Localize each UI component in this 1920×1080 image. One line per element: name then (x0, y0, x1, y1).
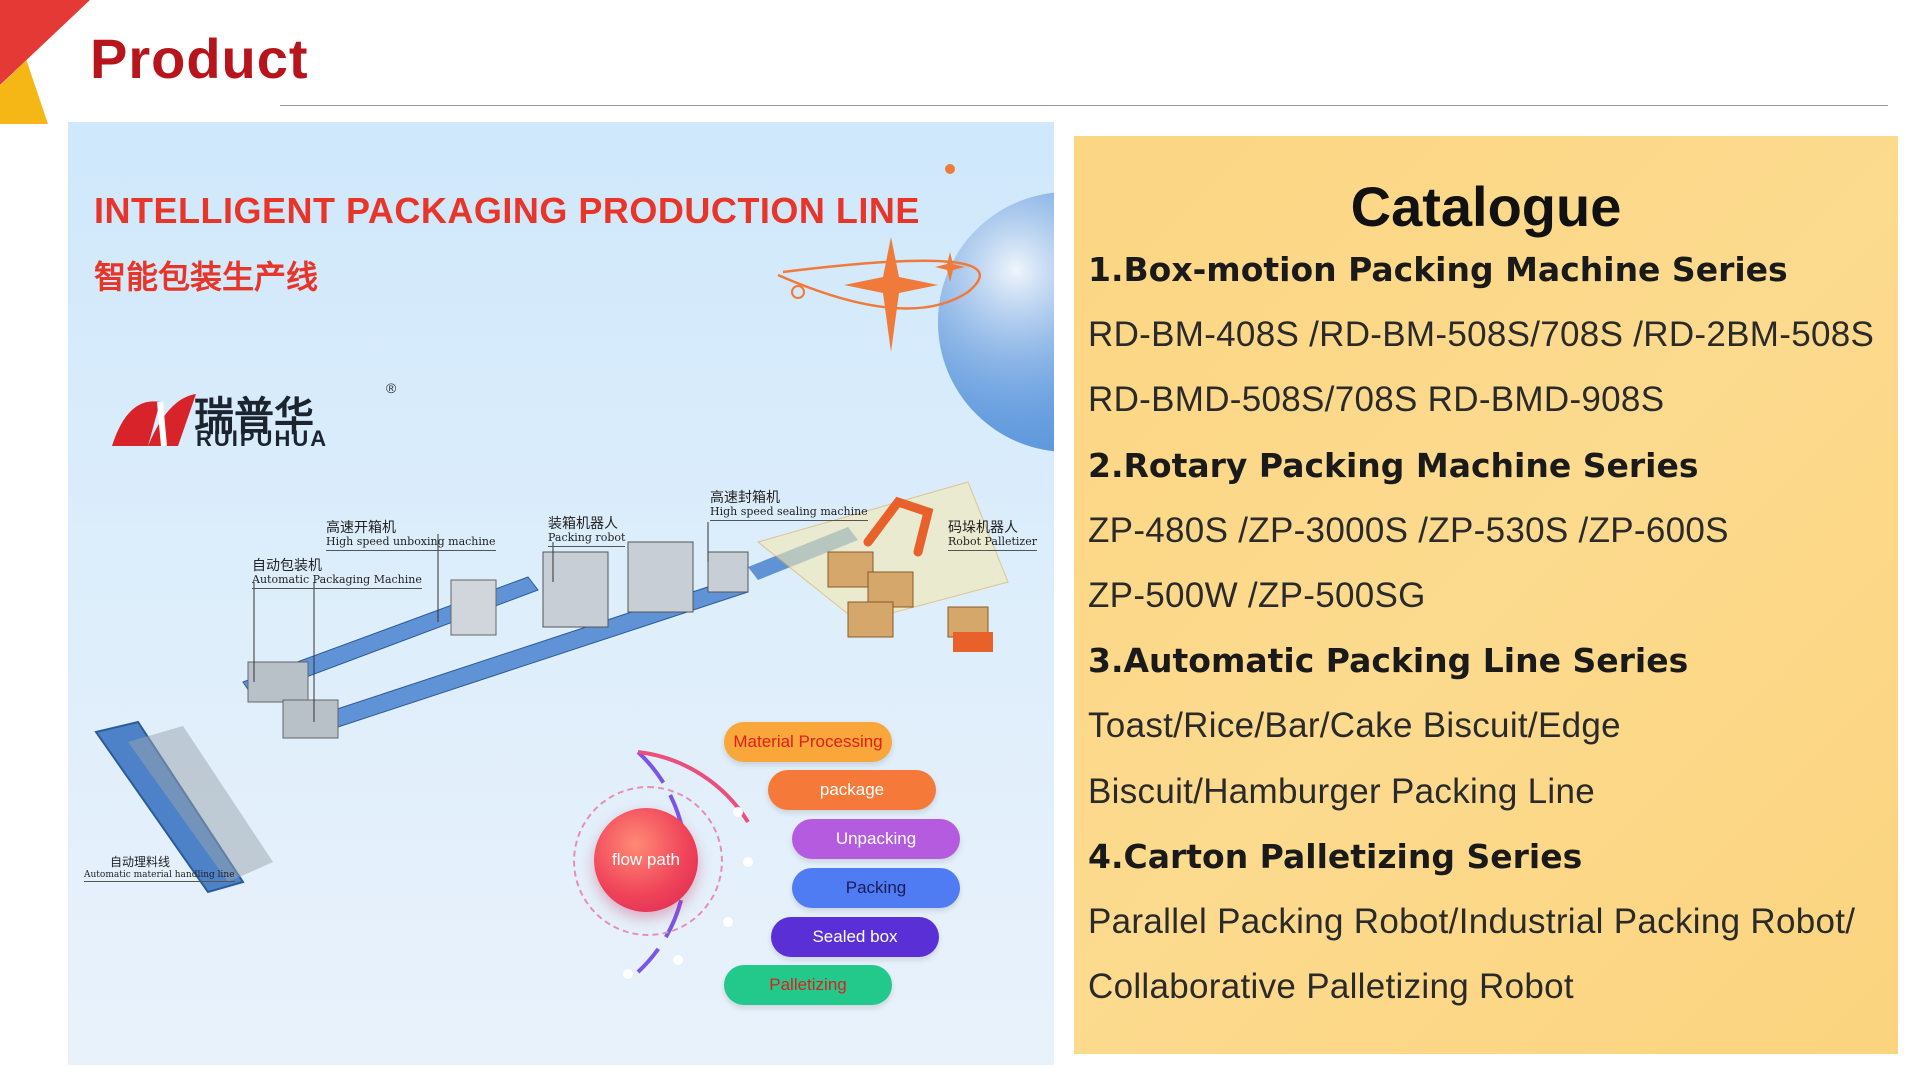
flow-step-pill: Palletizing (724, 965, 892, 1005)
catalogue-series-models: Collaborative Palletizing Robot (1088, 967, 1574, 1007)
catalogue-series-models: ZP-480S /ZP-3000S /ZP-530S /ZP-600S (1088, 510, 1729, 550)
banner-title-en: INTELLIGENT PACKAGING PRODUCTION LINE (94, 190, 920, 231)
logo-name-cn: 瑞普华 (194, 393, 314, 440)
corner-decoration-red (0, 0, 90, 85)
catalogue-series-heading: 1.Box-motion Packing Machine Series (1088, 250, 1788, 289)
catalogue-series-models: Toast/Rice/Bar/Cake Biscuit/Edge (1088, 706, 1621, 746)
production-line-illustration (94, 481, 1009, 894)
page-title: Product (90, 27, 309, 90)
flow-step-pill: Material Processing (724, 722, 892, 762)
flow-step-pill: Unpacking (792, 819, 960, 859)
catalogue-series-models: ZP-500W /ZP-500SG (1088, 576, 1426, 615)
catalogue-title: Catalogue (1350, 175, 1622, 238)
logo-registered-mark: ® (386, 380, 397, 396)
flow-path-hub: flow path (594, 808, 698, 912)
catalogue-panel: Catalogue 1.Box-motion Packing Machine S… (1074, 136, 1898, 1054)
decorative-graphics (94, 164, 1054, 979)
catalogue-series-models: Parallel Packing Robot/Industrial Packin… (1088, 902, 1856, 941)
catalogue-series-models: RD-BMD-508S/708S RD-BMD-908S (1088, 380, 1665, 420)
flow-step-pill: package (768, 770, 936, 810)
logo-name-en: RUIPUHUA (196, 426, 329, 451)
catalogue-series-models: Biscuit/Hamburger Packing Line (1088, 771, 1596, 811)
ruipuhua-logo-icon (112, 394, 196, 447)
flow-step-pill: Packing (792, 868, 960, 908)
banner-title-cn: 智能包装生产线 (94, 259, 319, 295)
catalogue-series-heading: 4.Carton Palletizing Series (1088, 836, 1583, 876)
production-line-image: INTELLIGENT PACKAGING PRODUCTION LINE 智能… (68, 122, 1054, 1065)
catalogue-series-heading: 3.Automatic Packing Line Series (1088, 641, 1689, 681)
flow-path-ring (573, 786, 723, 936)
flow-step-pill: Sealed box (771, 917, 939, 957)
catalogue-series-heading: 2.Rotary Packing Machine Series (1088, 445, 1699, 485)
catalogue-series-models: RD-BM-408S /RD-BM-508S/708S /RD-2BM-508S (1088, 315, 1875, 355)
title-divider (280, 105, 1888, 106)
